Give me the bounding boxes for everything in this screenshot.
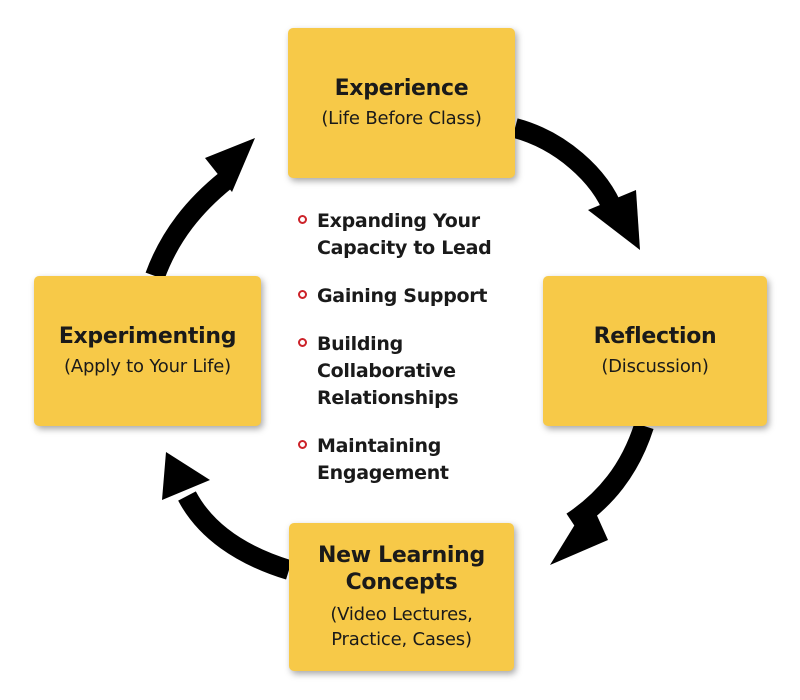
experience-title: Experience	[334, 76, 469, 101]
concepts-subtitle-line1: (Video Lectures,	[330, 604, 473, 625]
reflection-subtitle: (Discussion)	[601, 356, 709, 377]
arrowhead-experimenting-to-experience	[205, 138, 255, 192]
topics-list: Expanding Your Capacity to Lead Gaining …	[298, 208, 528, 508]
arrowhead-experience-to-reflection	[588, 190, 640, 250]
topic-line: Relationships	[317, 387, 459, 409]
concepts-subtitle-line2: Practice, Cases)	[331, 629, 472, 650]
new-learning-concepts-box: New Learning Concepts (Video Lectures, P…	[289, 523, 514, 671]
reflection-title: Reflection	[593, 324, 717, 349]
reflection-box: Reflection (Discussion)	[543, 276, 767, 426]
arrow-reflection-to-concepts	[566, 422, 654, 531]
topic-line: Building	[317, 333, 403, 355]
bullet-circle-icon	[298, 290, 307, 299]
topic-line: Expanding Your	[317, 210, 480, 232]
topic-item: Gaining Support	[298, 283, 528, 310]
concepts-title-line1: New Learning	[318, 543, 485, 568]
arrowhead-concepts-to-experimenting	[162, 452, 210, 500]
experience-box: Experience (Life Before Class)	[288, 28, 515, 178]
experimenting-title: Experimenting	[58, 324, 237, 349]
topic-line: Collaborative	[317, 360, 456, 382]
topic-line: Maintaining	[317, 435, 442, 457]
topic-item: Building Collaborative Relationships	[298, 331, 528, 412]
arrow-concepts-to-experimenting	[178, 491, 292, 580]
arrow-experience-to-reflection	[512, 118, 624, 216]
experience-subtitle: (Life Before Class)	[321, 108, 482, 129]
topic-line: Engagement	[317, 462, 449, 484]
bullet-circle-icon	[298, 440, 307, 449]
topic-item: Expanding Your Capacity to Lead	[298, 208, 528, 262]
topic-line: Gaining Support	[317, 285, 488, 307]
arrow-experimenting-to-experience	[145, 172, 233, 280]
concepts-title-line2: Concepts	[345, 570, 458, 595]
bullet-circle-icon	[298, 338, 307, 347]
topic-line: Capacity to Lead	[317, 237, 492, 259]
bullet-circle-icon	[298, 215, 307, 224]
experimenting-box: Experimenting (Apply to Your Life)	[34, 276, 261, 426]
experimenting-subtitle: (Apply to Your Life)	[64, 356, 231, 377]
topic-item: Maintaining Engagement	[298, 433, 528, 487]
arrowhead-reflection-to-concepts	[550, 500, 608, 565]
